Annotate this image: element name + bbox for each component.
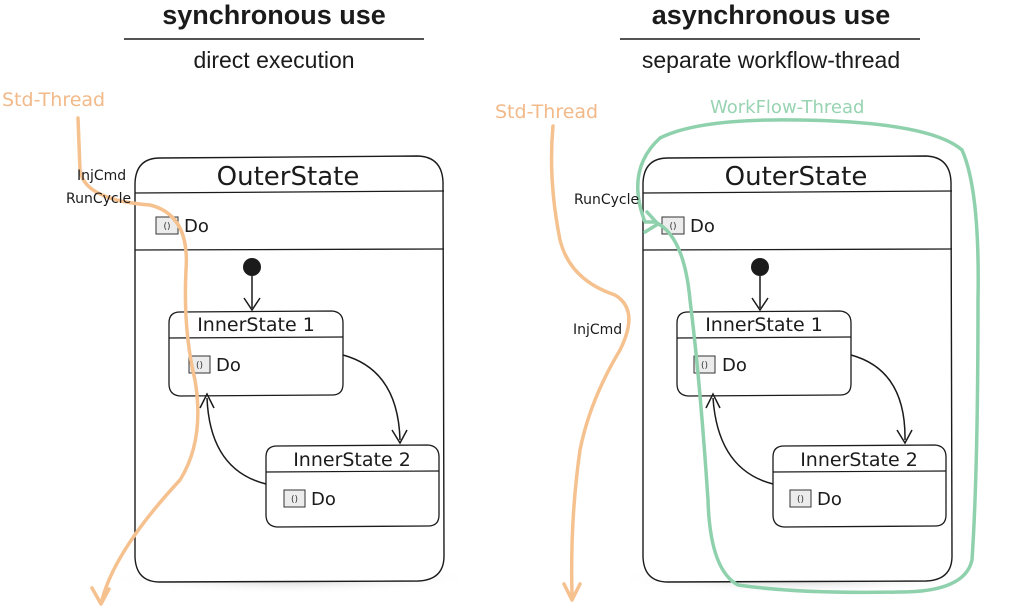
async-initial-node bbox=[751, 258, 769, 276]
sync-diagram: OuterState () Do InnerState 1 () Do Inne… bbox=[2, 89, 475, 606]
async-initial-arrowhead bbox=[751, 297, 769, 312]
sync-inner2-do-label: Do bbox=[311, 489, 336, 510]
sync-inner2-do-icon bbox=[283, 489, 306, 508]
async-inner1-do-icon-glyph: () bbox=[701, 361, 708, 371]
sync-outer-divider-1 bbox=[134, 190, 445, 194]
async-outer-state-title: OuterState bbox=[725, 162, 868, 192]
sync-inner1-title: InnerState 1 bbox=[197, 314, 315, 336]
async-title: asynchronous use bbox=[651, 0, 891, 30]
async-transition-1-to-2 bbox=[850, 354, 906, 441]
async-transition-2-to-1 bbox=[712, 397, 774, 485]
async-transition-1-to-2-head bbox=[896, 429, 913, 445]
sync-outer-state-title: OuterState bbox=[217, 162, 360, 192]
sync-inner2-box bbox=[265, 444, 440, 528]
async-outer-divider-2 bbox=[642, 248, 953, 251]
sync-std-thread-path bbox=[76, 116, 200, 602]
async-subtitle: separate workflow-thread bbox=[641, 47, 901, 73]
async-panel: asynchronous use separate workflow-threa… bbox=[512, 0, 1024, 608]
sync-transition-1-to-2 bbox=[342, 354, 401, 441]
sync-std-thread-arrowhead bbox=[90, 586, 111, 606]
sync-subtitle: direct execution bbox=[193, 47, 355, 73]
async-std-thread-path bbox=[549, 124, 631, 597]
sync-inner1-do-label: Do bbox=[216, 355, 241, 376]
async-inner2-divider bbox=[772, 470, 947, 473]
async-inner2-do-icon-glyph: () bbox=[797, 495, 804, 505]
async-inner1-do-label: Do bbox=[722, 355, 747, 376]
sync-inner1-divider bbox=[168, 336, 344, 339]
async-workflow-thread-label: WorkFlow-Thread bbox=[710, 97, 864, 118]
sync-inner2-do-icon-glyph: () bbox=[291, 495, 298, 505]
async-inner2-title: InnerState 2 bbox=[800, 449, 918, 471]
async-injcmd-label: InjCmd bbox=[573, 322, 622, 338]
async-inner1-divider bbox=[676, 336, 852, 339]
sync-runcycle-label: RunCycle bbox=[66, 191, 131, 207]
sync-std-thread-label: Std-Thread bbox=[2, 89, 105, 111]
async-outer-divider-1 bbox=[642, 190, 953, 194]
async-outer-do-label: Do bbox=[690, 216, 715, 237]
sync-title: synchronous use bbox=[162, 0, 386, 30]
async-inner2-do-icon bbox=[789, 489, 812, 508]
async-diagram: OuterState () Do InnerState 1 () Do Inne… bbox=[495, 97, 983, 602]
sync-transition-2-to-1-head bbox=[199, 392, 215, 409]
sync-panel: synchronous use direct execution bbox=[162, 0, 386, 73]
async-inner1-title: InnerState 1 bbox=[705, 314, 823, 336]
sync-inner1-box bbox=[168, 310, 344, 397]
async-inner1-box bbox=[676, 310, 852, 397]
sync-outer-do-label: Do bbox=[184, 216, 209, 237]
async-inner2-box bbox=[772, 444, 947, 528]
sync-transition-2-to-1 bbox=[206, 397, 267, 485]
sync-inner2-divider bbox=[265, 470, 440, 473]
sync-initial-arrowhead bbox=[243, 297, 261, 312]
async-workflow-thread-arrowhead bbox=[643, 210, 660, 234]
sync-initial-node bbox=[243, 258, 261, 276]
sync-inner1-do-icon-glyph: () bbox=[196, 361, 203, 371]
sync-transition-1-to-2-head bbox=[391, 429, 408, 445]
async-std-thread-arrowhead bbox=[562, 582, 582, 602]
sync-outer-do-icon-glyph: () bbox=[163, 222, 170, 232]
sync-injcmd-label: InjCmd bbox=[77, 168, 126, 184]
async-runcycle-label: RunCycle bbox=[574, 192, 639, 208]
async-outer-do-icon-glyph: () bbox=[669, 222, 676, 232]
sync-inner2-title: InnerState 2 bbox=[293, 449, 411, 471]
async-inner2-do-label: Do bbox=[817, 489, 842, 510]
async-std-thread-label: Std-Thread bbox=[495, 101, 598, 123]
async-transition-2-to-1-head bbox=[705, 392, 721, 409]
async-workflow-thread-loop bbox=[636, 118, 980, 595]
